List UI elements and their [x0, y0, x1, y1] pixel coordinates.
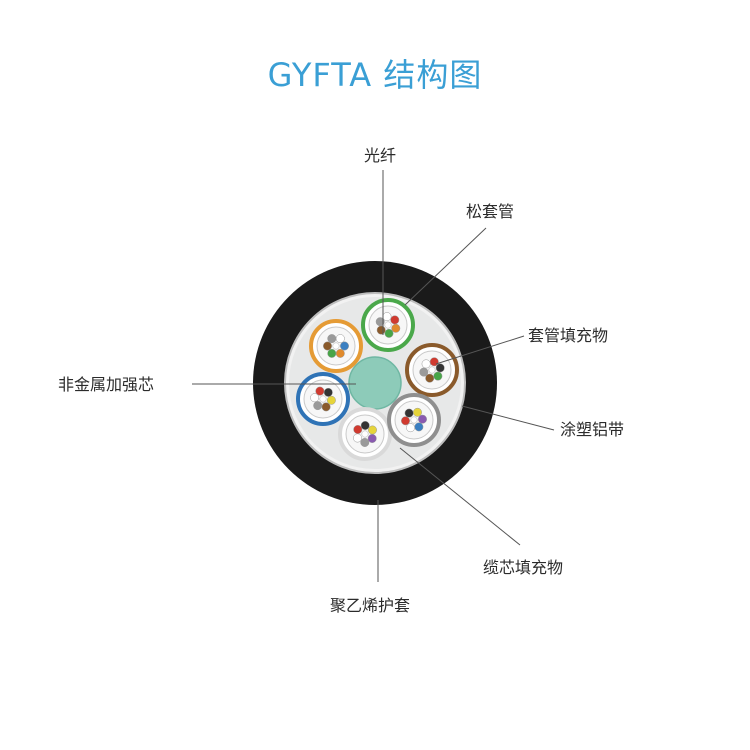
- loose-tubes-group: [296, 298, 459, 461]
- optical-fiber: [413, 407, 422, 417]
- optical-fiber: [384, 328, 394, 338]
- optical-fiber: [406, 423, 415, 433]
- optical-fiber: [361, 430, 369, 438]
- optical-fiber: [390, 315, 400, 325]
- optical-fiber: [340, 341, 349, 351]
- optical-fiber: [323, 387, 333, 397]
- optical-fiber: [353, 425, 363, 434]
- optical-fiber: [353, 433, 362, 443]
- optical-fiber: [433, 371, 443, 381]
- optical-fiber: [421, 359, 431, 369]
- optical-fiber: [332, 342, 340, 350]
- diagram-title: GYFTA 结构图: [267, 56, 483, 94]
- leader-aluminum-tape: [461, 405, 555, 431]
- optical-fiber: [425, 373, 435, 383]
- optical-fiber: [326, 395, 336, 405]
- leader-loose-tube: [404, 227, 487, 306]
- optical-fiber: [313, 401, 323, 411]
- leader-tube-filler: [435, 335, 525, 365]
- label-tube-filler: 套管填充物: [528, 326, 608, 345]
- leader-core-filler: [399, 447, 521, 546]
- label-aluminum-tape: 涂塑铝带: [560, 420, 624, 439]
- optical-fiber: [375, 317, 385, 327]
- optical-fiber: [335, 348, 345, 358]
- optical-fiber: [327, 348, 337, 358]
- optical-fiber: [360, 421, 370, 430]
- optical-fiber: [414, 422, 424, 432]
- label-strength-member: 非金属加强芯: [58, 375, 154, 394]
- optical-fiber: [335, 334, 345, 344]
- loose-tube-tube-orange: [309, 319, 363, 373]
- optical-fiber: [376, 325, 386, 335]
- optical-fiber: [360, 438, 370, 447]
- optical-fiber: [382, 312, 392, 322]
- optical-fiber: [419, 367, 429, 377]
- optical-fiber: [401, 416, 410, 426]
- loose-tube-tube-blue: [296, 372, 350, 426]
- optical-fiber: [418, 414, 427, 424]
- label-core-filler: 缆芯填充物: [483, 558, 563, 577]
- optical-fiber: [367, 434, 377, 443]
- optical-fiber: [410, 416, 418, 424]
- optical-fiber: [404, 408, 414, 418]
- optical-fiber: [319, 395, 327, 403]
- loose-tube-tube-green: [361, 298, 415, 352]
- loose-tube-tube-gray: [387, 393, 441, 447]
- optical-fiber: [384, 321, 392, 329]
- optical-fiber: [435, 363, 445, 373]
- optical-fiber: [428, 366, 436, 374]
- strength-member: [348, 356, 402, 410]
- loose-tube-tube-brown: [405, 343, 459, 397]
- optical-fiber: [323, 341, 332, 351]
- loose-tube-tube-white: [338, 407, 392, 461]
- optical-fiber: [327, 334, 337, 344]
- leader-lines: [192, 170, 555, 582]
- optical-fiber: [368, 425, 377, 435]
- optical-fiber: [315, 386, 325, 396]
- optical-fiber: [310, 393, 320, 403]
- label-loose-tube: 松套管: [466, 202, 514, 221]
- label-fiber: 光纤: [364, 146, 396, 165]
- label-pe-sheath: 聚乙烯护套: [330, 596, 410, 615]
